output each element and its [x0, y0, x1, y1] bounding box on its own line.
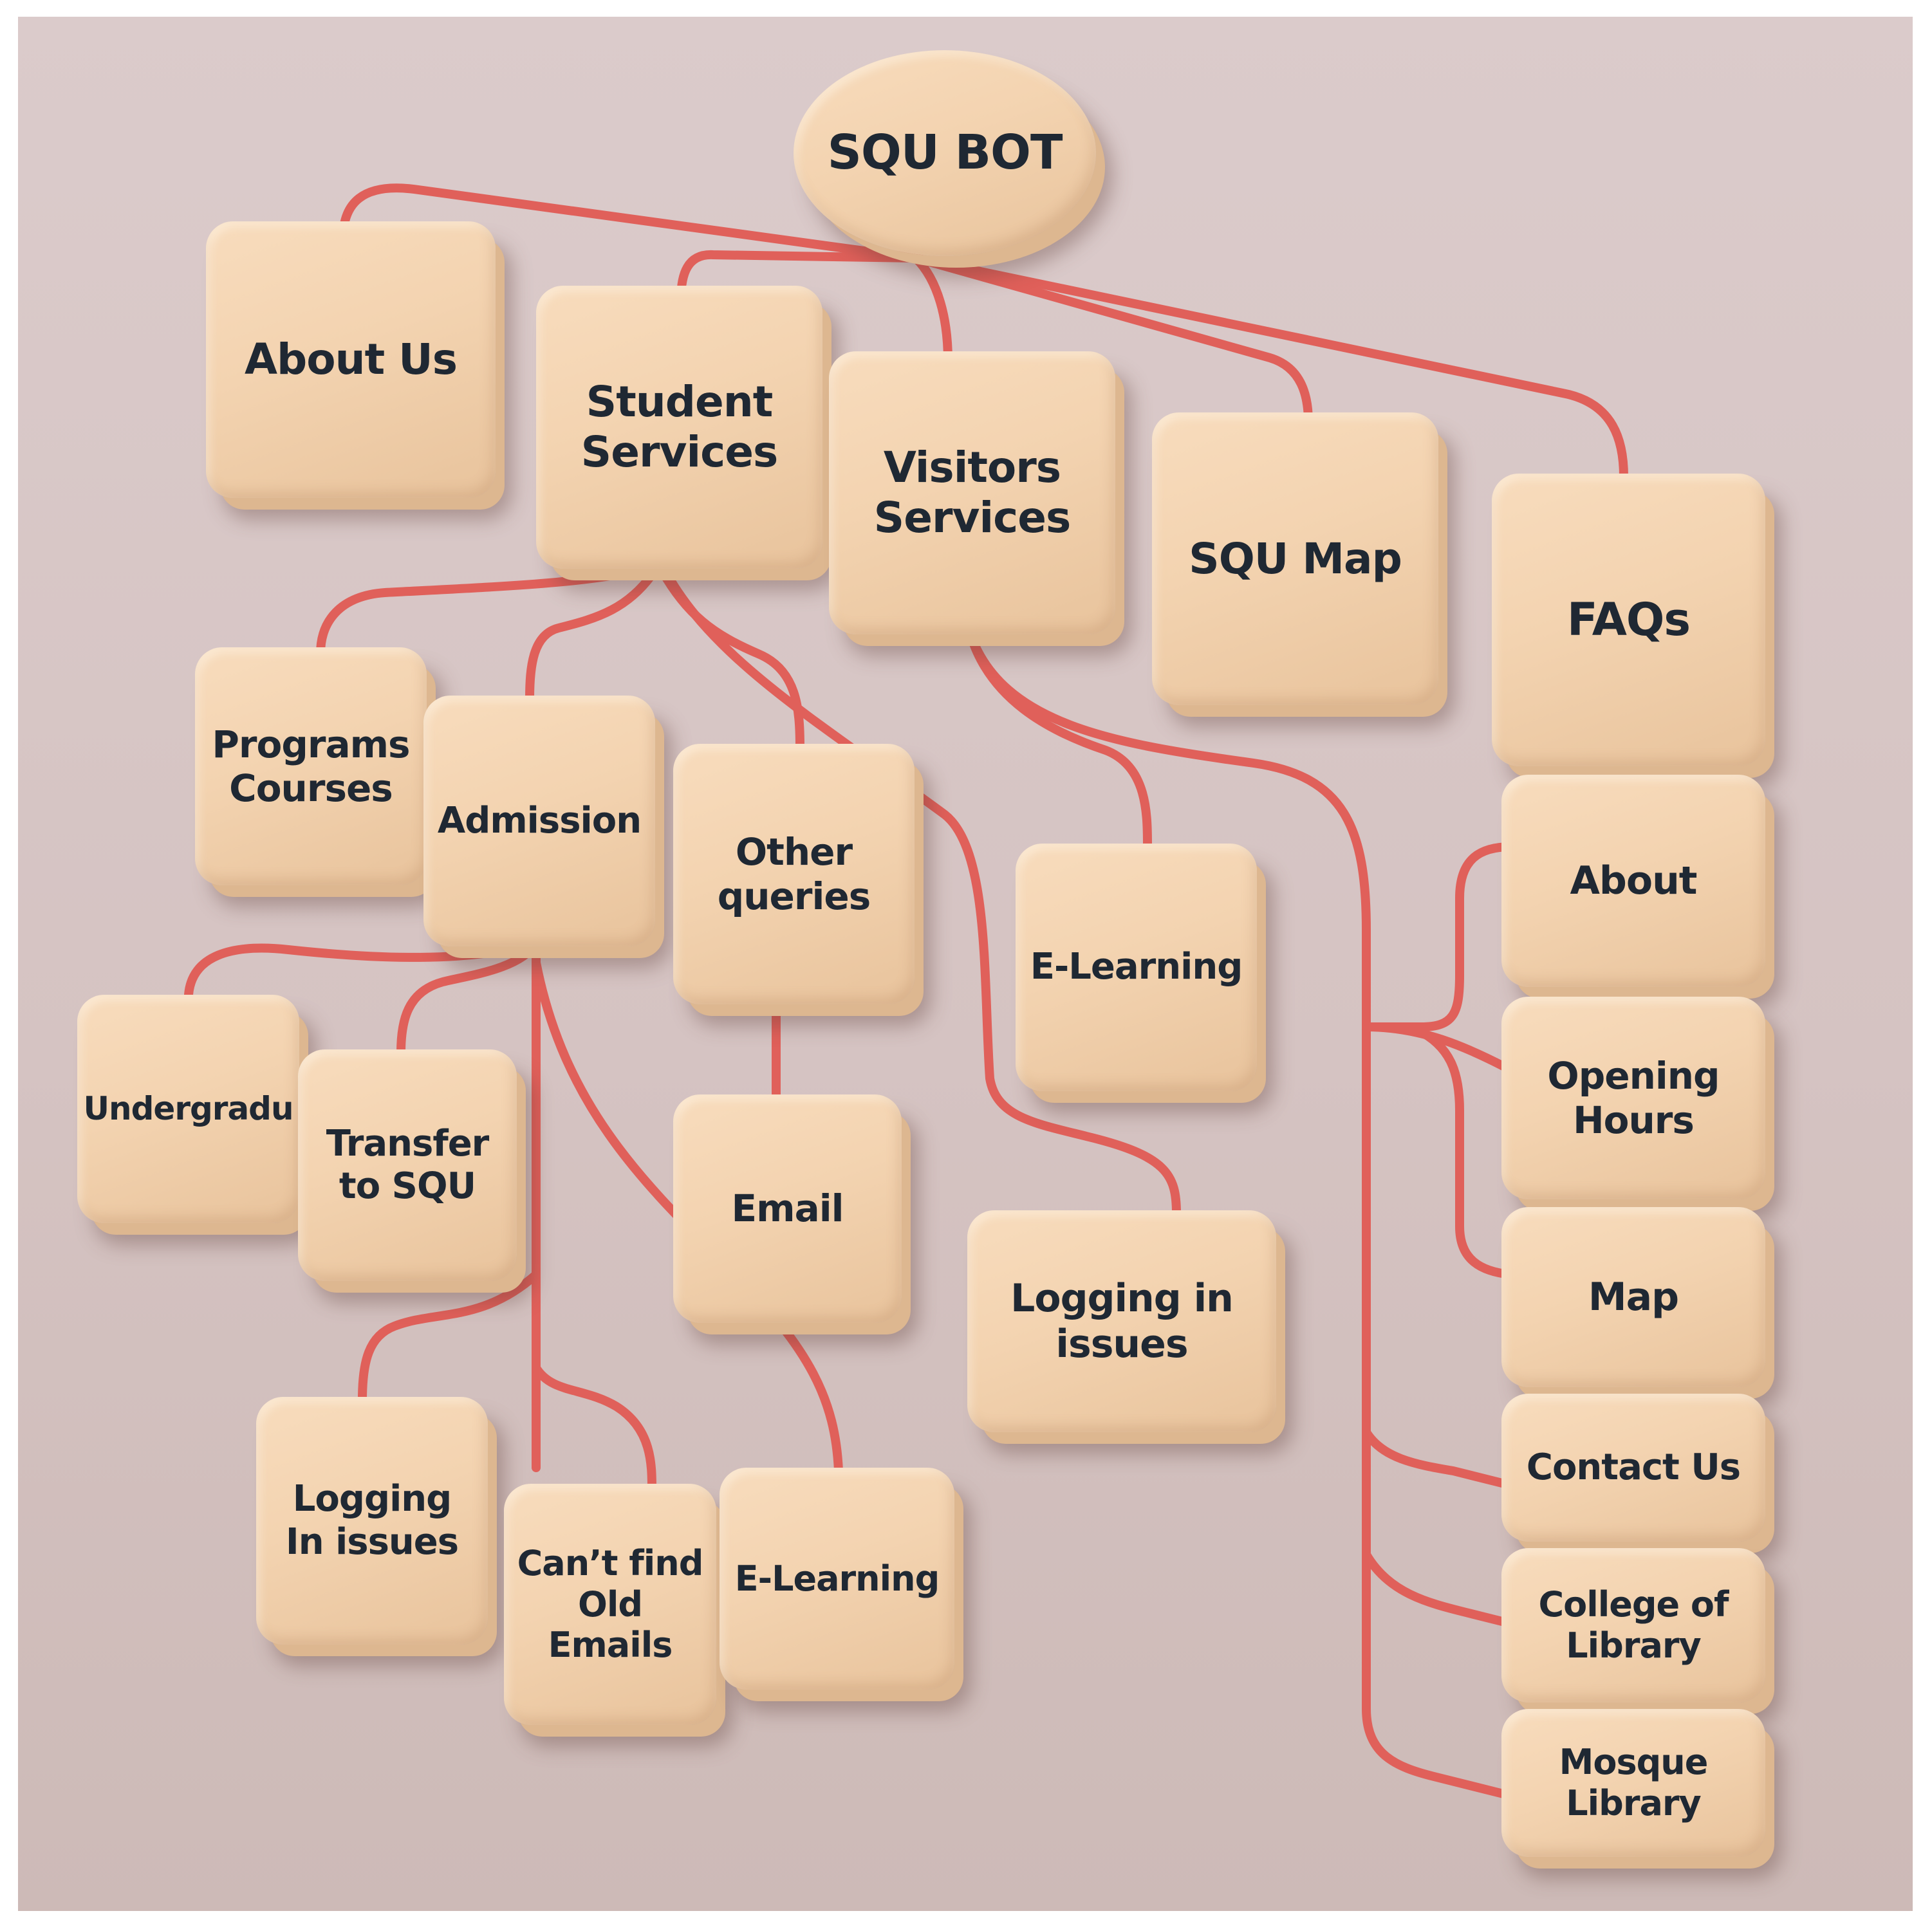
programs-courses-node[interactable]: Programs Courses — [195, 647, 427, 885]
e-learning-visitors-label: E-Learning — [1030, 946, 1243, 988]
squ-bot-root-node[interactable]: SQU BOT — [794, 50, 1096, 256]
student-services-label: Student Services — [581, 377, 779, 477]
faq-contact-us-label: Contact Us — [1526, 1446, 1741, 1488]
visitors-services-node[interactable]: Visitors Services — [829, 351, 1115, 634]
wire-student-logging-other — [660, 566, 1181, 1218]
wire-root-faqs — [911, 254, 1628, 481]
wire-faq-contact-us — [1362, 1428, 1522, 1491]
wire-root-visitors-services — [911, 254, 952, 365]
faq-about-label: About — [1570, 858, 1697, 903]
faq-mosque-library-node[interactable]: Mosque Library — [1501, 1709, 1765, 1857]
wire-admission-undergraduate — [184, 939, 541, 999]
faq-opening-hours-node[interactable]: Opening Hours — [1501, 997, 1765, 1199]
faq-contact-us-node[interactable]: Contact Us — [1501, 1394, 1765, 1542]
diagram-canvas: SQU BOT About Us Student Services Visito… — [18, 17, 1913, 1911]
other-queries-node[interactable]: Other queries — [673, 744, 915, 1004]
other-queries-label: Other queries — [717, 830, 871, 918]
programs-courses-label: Programs Courses — [212, 722, 410, 810]
faq-college-of-library-node[interactable]: College of Library — [1501, 1548, 1765, 1703]
email-label: Email — [731, 1186, 844, 1231]
cant-find-old-emails-node[interactable]: Can’t find Old Emails — [504, 1484, 716, 1725]
logging-in-issues-student-node[interactable]: Logging in issues — [967, 1210, 1276, 1432]
wire-faq-about — [1362, 842, 1516, 1031]
wire-faq-college-library — [1362, 1550, 1522, 1630]
wire-student-admission — [525, 566, 660, 703]
e-learning-visitors-node[interactable]: E-Learning — [1016, 844, 1257, 1091]
faq-college-of-library-label: College of Library — [1538, 1584, 1729, 1666]
connector-lines — [184, 183, 1628, 1800]
faq-map-node[interactable]: Map — [1501, 1207, 1765, 1387]
cant-find-old-emails-label: Can’t find Old Emails — [517, 1542, 704, 1666]
admission-node[interactable]: Admission — [423, 696, 655, 946]
about-us-label: About Us — [244, 335, 458, 385]
wire-faq-opening-hours — [1362, 1022, 1519, 1076]
wire-root-squ-map — [911, 254, 1313, 427]
admission-label: Admission — [437, 799, 642, 842]
email-node[interactable]: Email — [673, 1094, 902, 1323]
wire-admission-logging — [358, 1270, 541, 1405]
wire-admission-transfer — [396, 939, 541, 1057]
e-learning-admission-label: E-Learning — [734, 1558, 940, 1599]
wire-admission-cant-find — [532, 1363, 656, 1495]
logging-in-issues-student-label: Logging in issues — [1010, 1275, 1234, 1367]
faq-opening-hours-label: Opening Hours — [1547, 1054, 1720, 1142]
undergraduate-node[interactable]: Undergradu — [77, 995, 299, 1223]
undergraduate-label: Undergradu — [83, 1090, 293, 1127]
faqs-node[interactable]: FAQs — [1492, 474, 1765, 766]
about-us-node[interactable]: About Us — [206, 221, 496, 498]
faq-mosque-library-label: Mosque Library — [1559, 1742, 1709, 1823]
visitors-services-label: Visitors Services — [873, 443, 1072, 542]
faq-map-label: Map — [1588, 1274, 1679, 1320]
transfer-to-squ-label: Transfer to SQU — [326, 1122, 490, 1207]
e-learning-admission-node[interactable]: E-Learning — [720, 1468, 954, 1690]
transfer-to-squ-node[interactable]: Transfer to SQU — [298, 1049, 517, 1281]
logging-in-issues-admission-node[interactable]: Logging In issues — [256, 1397, 488, 1645]
faq-about-node[interactable]: About — [1501, 775, 1765, 987]
squ-map-label: SQU Map — [1189, 533, 1402, 584]
squ-map-node[interactable]: SQU Map — [1152, 412, 1438, 705]
faqs-label: FAQs — [1566, 593, 1691, 647]
wire-student-programs — [316, 562, 656, 658]
wire-visitors-faq-trunk — [966, 630, 1516, 1800]
student-services-node[interactable]: Student Services — [536, 286, 822, 569]
squ-bot-root-label: SQU BOT — [827, 125, 1063, 181]
logging-in-issues-admission-label: Logging In issues — [285, 1478, 459, 1563]
wire-faq-map — [1413, 1026, 1516, 1279]
